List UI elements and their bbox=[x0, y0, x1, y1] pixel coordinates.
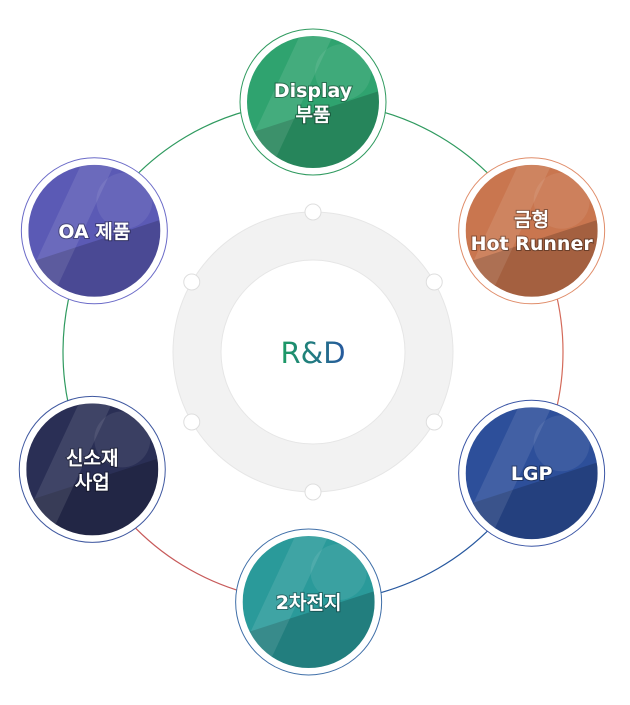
ring-dot bbox=[304, 203, 322, 221]
center-donut bbox=[173, 212, 453, 492]
node-oa-label: OA 제품 bbox=[58, 221, 130, 243]
node-lgp[interactable]: LGP bbox=[458, 396, 618, 565]
center-ring-dots bbox=[183, 203, 443, 501]
film-photo bbox=[26, 403, 159, 536]
display-photo bbox=[247, 36, 379, 168]
lab-photo bbox=[465, 407, 598, 540]
node-battery-label: 2차전지 bbox=[276, 592, 342, 614]
node-display-label: 부품 bbox=[296, 104, 331, 126]
ring-dot bbox=[425, 413, 443, 431]
node-display-label: Display bbox=[274, 80, 353, 102]
ring-dot bbox=[425, 273, 443, 291]
machinery-photo bbox=[465, 164, 598, 297]
node-mold-label: Hot Runner bbox=[471, 233, 594, 255]
node-battery[interactable]: 2차전지 bbox=[235, 525, 395, 694]
ring-dot bbox=[304, 483, 322, 501]
center-donut-inner-edge bbox=[220, 259, 406, 445]
center-ring: R&D bbox=[172, 203, 454, 501]
node-lgp-label: LGP bbox=[511, 463, 553, 485]
node-mold-label: 금형 bbox=[514, 209, 549, 231]
node-oa[interactable]: OA 제품 bbox=[20, 154, 180, 323]
node-material-label: 신소재 bbox=[66, 447, 118, 469]
ring-dot bbox=[183, 273, 201, 291]
rolls-photo bbox=[242, 535, 375, 668]
ring-dot bbox=[183, 413, 201, 431]
printer-photo bbox=[28, 164, 161, 297]
center-title: R&D bbox=[280, 336, 345, 370]
node-material-label: 사업 bbox=[75, 471, 110, 493]
